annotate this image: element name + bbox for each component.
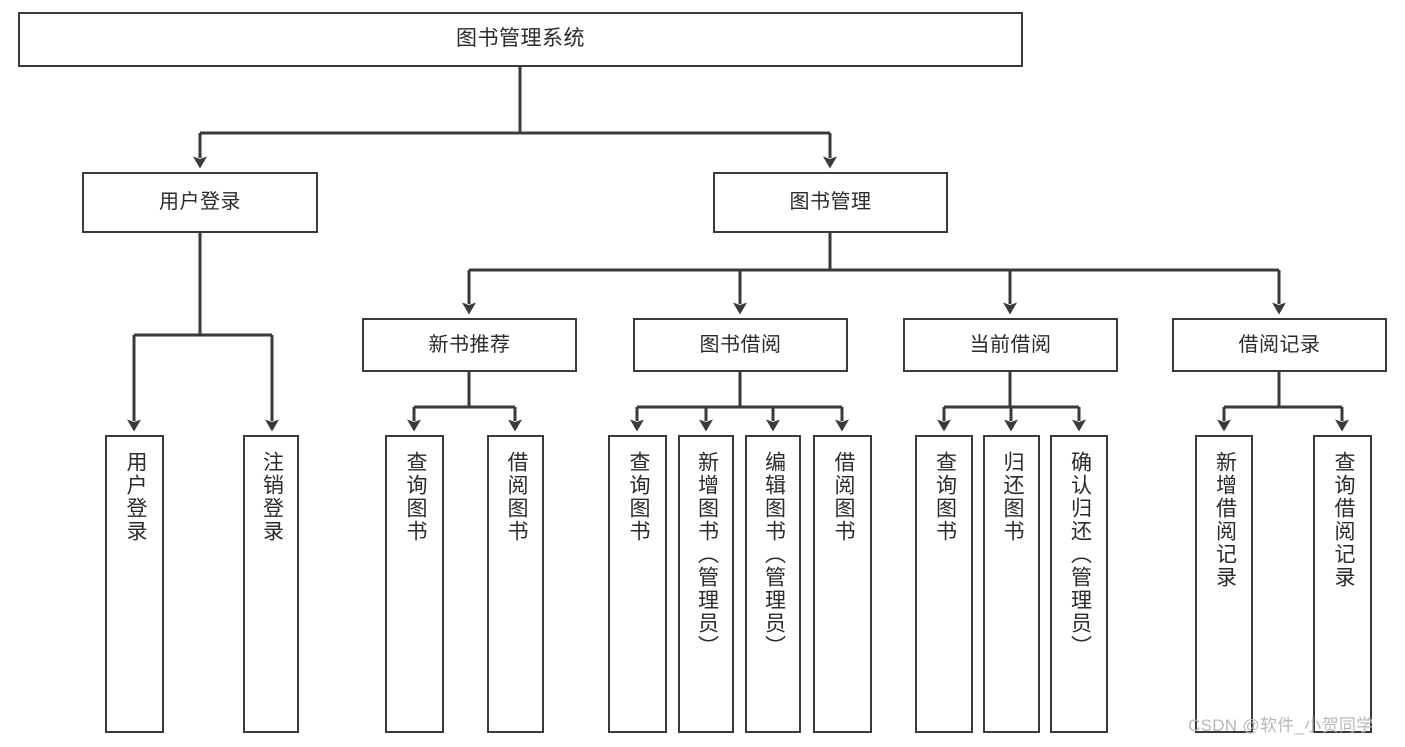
node-label: 确认归还（管理员） <box>1068 451 1092 658</box>
node-leaf-query-record[interactable]: 查询借阅记录 <box>1313 435 1372 733</box>
node-label: 查询图书 <box>933 451 957 543</box>
node-leaf-query-book-2[interactable]: 查询图书 <box>608 435 667 733</box>
node-label: 新增借阅记录 <box>1213 451 1237 589</box>
node-label: 用户登录 <box>123 451 147 543</box>
node-label: 查询图书 <box>403 451 427 543</box>
edge-group-root <box>193 67 837 169</box>
node-label: 查询图书 <box>626 451 650 543</box>
node-root-system[interactable]: 图书管理系统 <box>18 12 1023 67</box>
node-label: 借阅图书 <box>504 451 528 543</box>
node-user-login[interactable]: 用户登录 <box>82 172 318 233</box>
edge-group-book-borrow <box>630 372 849 432</box>
node-leaf-edit-book[interactable]: 编辑图书（管理员） <box>745 435 801 733</box>
node-leaf-logout[interactable]: 注销登录 <box>243 435 299 733</box>
node-label: 注销登录 <box>260 451 284 543</box>
node-leaf-add-record[interactable]: 新增借阅记录 <box>1195 435 1253 733</box>
node-leaf-user-login[interactable]: 用户登录 <box>105 435 164 733</box>
node-book-manage[interactable]: 图书管理 <box>713 172 948 233</box>
node-leaf-borrow-book-2[interactable]: 借阅图书 <box>813 435 872 733</box>
node-leaf-confirm-return[interactable]: 确认归还（管理员） <box>1050 435 1108 733</box>
watermark: CSDN @软件_小贺同学 <box>1188 716 1374 735</box>
node-label: 归还图书 <box>1000 451 1024 543</box>
edge-group-user-login <box>127 233 279 432</box>
edge-group-current-borrow <box>937 372 1086 432</box>
node-leaf-add-book[interactable]: 新增图书（管理员） <box>678 435 734 733</box>
node-label: 查询借阅记录 <box>1331 451 1355 589</box>
node-label: 新书推荐 <box>428 333 511 356</box>
node-label: 图书借阅 <box>699 333 782 356</box>
node-leaf-return-book[interactable]: 归还图书 <box>983 435 1040 733</box>
node-label: 图书管理系统 <box>456 27 585 51</box>
node-current-borrow[interactable]: 当前借阅 <box>903 318 1118 372</box>
node-leaf-query-book-1[interactable]: 查询图书 <box>385 435 444 733</box>
node-label: 当前借阅 <box>969 333 1052 356</box>
node-borrow-record[interactable]: 借阅记录 <box>1172 318 1387 372</box>
node-leaf-borrow-book-1[interactable]: 借阅图书 <box>487 435 544 733</box>
edge-group-book-manage <box>462 233 1286 315</box>
node-label: 图书管理 <box>789 191 872 213</box>
node-leaf-query-book-3[interactable]: 查询图书 <box>915 435 973 733</box>
edge-group-borrow-record <box>1217 372 1349 432</box>
node-label: 借阅图书 <box>831 451 855 543</box>
node-label: 借阅记录 <box>1238 333 1321 356</box>
node-book-borrow[interactable]: 图书借阅 <box>633 318 848 372</box>
node-label: 用户登录 <box>159 191 241 213</box>
node-new-book-rec[interactable]: 新书推荐 <box>362 318 577 372</box>
node-label: 新增图书（管理员） <box>695 451 719 658</box>
edge-group-new-book-rec <box>407 372 522 432</box>
node-label: 编辑图书（管理员） <box>762 451 786 658</box>
